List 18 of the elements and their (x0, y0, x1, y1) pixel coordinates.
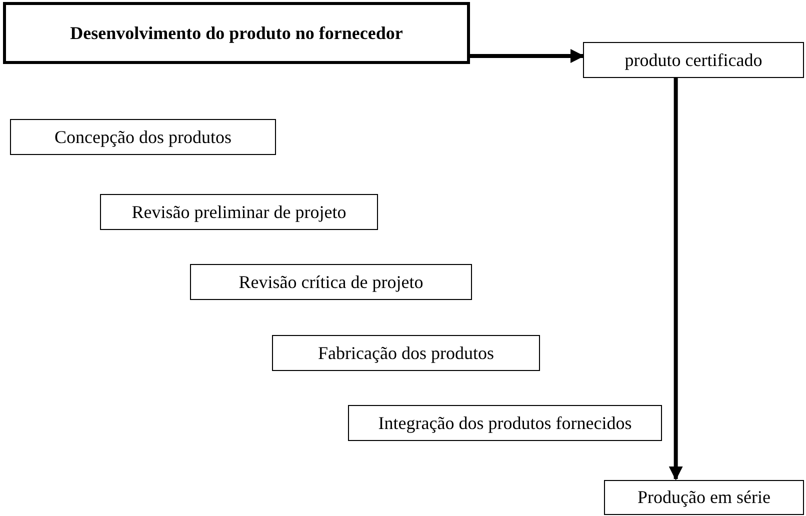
box-label: Produção em série (636, 487, 772, 508)
process-box (604, 480, 804, 515)
process-box (190, 264, 472, 300)
title-box (3, 2, 470, 64)
box-label: Revisão preliminar de projeto (130, 202, 348, 222)
process-box (272, 335, 540, 371)
arrow (470, 49, 584, 63)
heading-text: Desenvolvimento do produto no fornecedor (69, 22, 404, 45)
process-box (100, 194, 378, 230)
process-box (10, 119, 276, 155)
box-label: Fabricação dos produtos (317, 342, 495, 364)
process-box (348, 405, 662, 441)
arrow (668, 78, 683, 480)
process-box (583, 42, 804, 78)
box-label: Revisão crítica de projeto (238, 272, 424, 292)
box-label: produto certificado (624, 50, 764, 70)
box-label: Concepção dos produtos (54, 126, 232, 148)
box-label: Integração dos produtos fornecidos (377, 412, 633, 434)
